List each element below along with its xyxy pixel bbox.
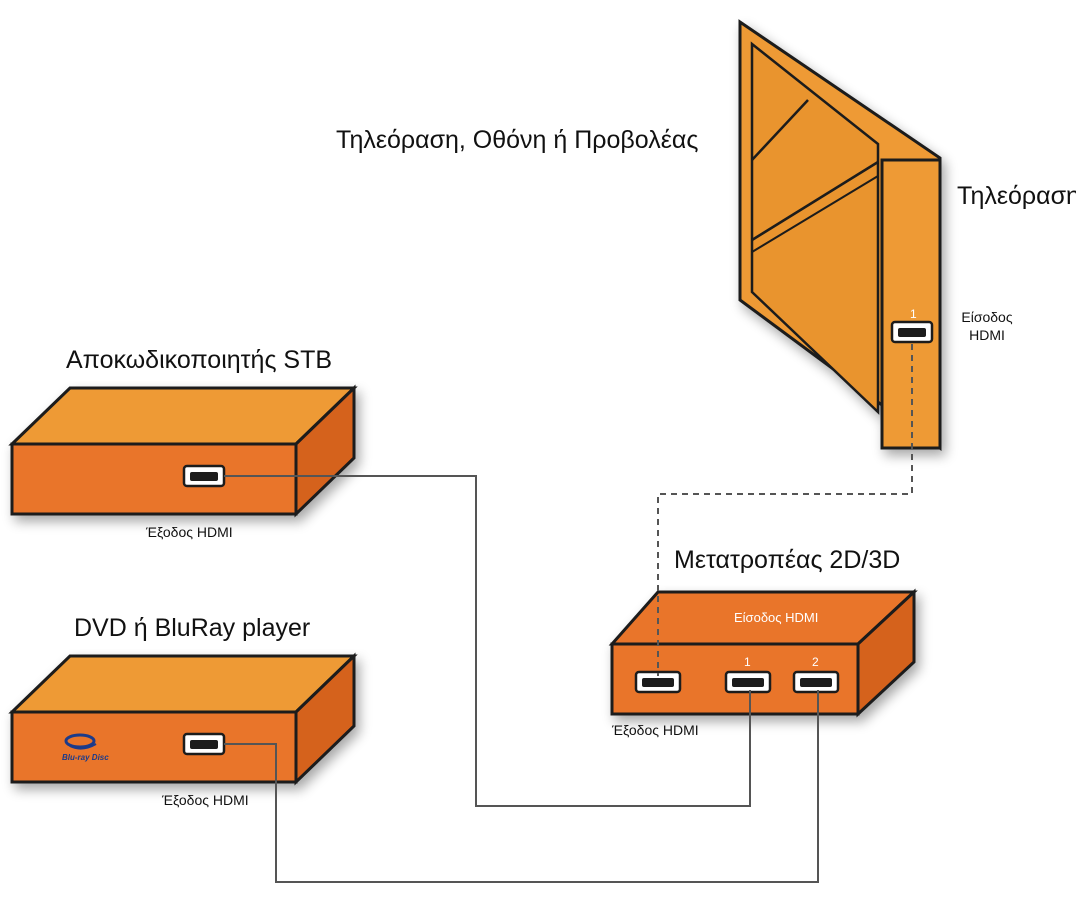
converter-input-label: Είσοδος HDMI bbox=[734, 610, 819, 625]
cable-dvd-to-converter bbox=[224, 690, 819, 883]
tv-port-number: 1 bbox=[910, 307, 917, 321]
tv-screen-line bbox=[751, 175, 879, 253]
dvd-front bbox=[10, 710, 298, 784]
dvd-device: Blu-ray Disc bbox=[8, 652, 358, 786]
converter-port-1-number: 1 bbox=[744, 655, 751, 669]
bluray-logo: Blu-ray Disc bbox=[62, 733, 109, 762]
converter-input-port-2-inner bbox=[800, 678, 832, 687]
tv-hdmi-port-inner bbox=[898, 328, 926, 337]
tv-side-label: Τηλεόραση bbox=[957, 182, 1076, 210]
converter-title-label: Μετατροπέας 2D/3D bbox=[674, 546, 901, 574]
tv-device: 1 bbox=[738, 19, 942, 451]
tv-input-label-line2: HDMI bbox=[969, 327, 1005, 343]
dvd-hdmi-port-inner bbox=[190, 740, 218, 749]
stb-front bbox=[10, 442, 298, 516]
tv-screen-inner bbox=[750, 41, 880, 415]
tv-screen-line bbox=[751, 99, 809, 161]
stb-title-label: Αποκωδικοποιητής STB bbox=[66, 346, 333, 374]
converter-device: 1 2 bbox=[608, 588, 918, 718]
svg-text:Blu-ray Disc: Blu-ray Disc bbox=[62, 753, 109, 762]
cable-stb-to-converter bbox=[224, 475, 751, 807]
tv-title-label: Τηλεόραση, Οθόνη ή Προβολέας bbox=[336, 126, 699, 154]
stb-device bbox=[8, 384, 358, 518]
dvd-output-label: Έξοδος HDMI bbox=[162, 792, 249, 808]
converter-output-port-inner bbox=[642, 678, 674, 687]
stb-output-label: Έξοδος HDMI bbox=[146, 524, 233, 540]
converter-port-2-number: 2 bbox=[812, 655, 819, 669]
stb-hdmi-port-inner bbox=[190, 472, 218, 481]
dvd-title-label: DVD ή BluRay player bbox=[74, 614, 311, 642]
tv-input-label-line1: Είσοδος bbox=[961, 309, 1013, 325]
cable-tv-to-converter bbox=[657, 344, 913, 676]
converter-output-label: Έξοδος HDMI bbox=[612, 722, 699, 738]
tv-input-label: Είσοδος HDMI bbox=[952, 308, 1022, 344]
tv-screen-line bbox=[751, 160, 879, 242]
converter-input-port-1-inner bbox=[732, 678, 764, 687]
